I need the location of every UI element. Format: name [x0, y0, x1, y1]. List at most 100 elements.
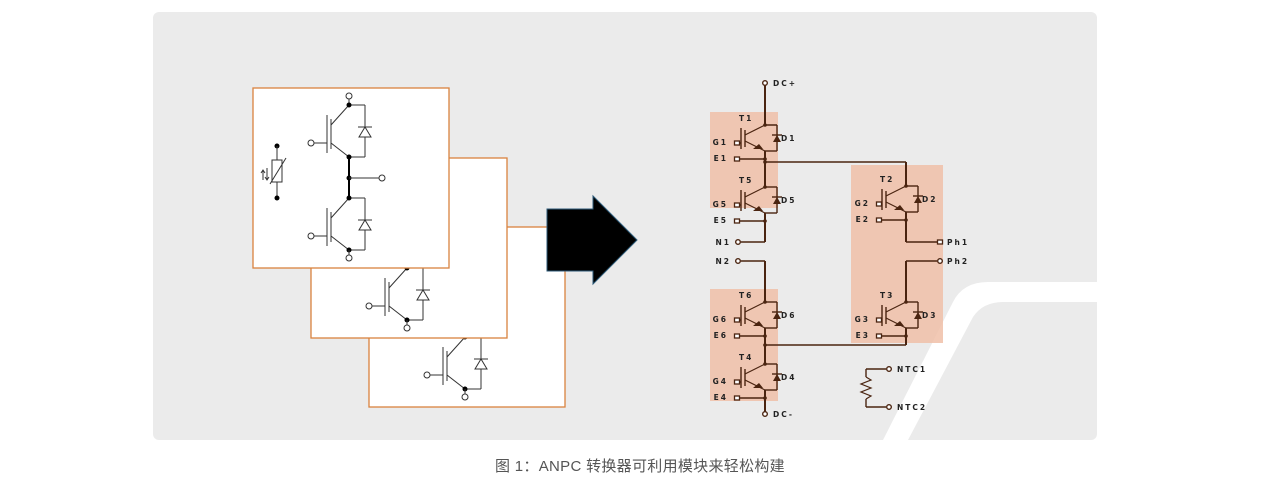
terminal-square	[875, 217, 883, 223]
terminal-label: N2	[716, 257, 732, 266]
terminal-circle	[735, 257, 742, 264]
junction-dot	[904, 184, 908, 188]
emitter-label: E3	[856, 331, 870, 340]
diode-label: D6	[781, 311, 796, 320]
emitter-label: E4	[714, 393, 728, 402]
transistor-label: T4	[739, 353, 753, 362]
arrow-right-icon	[546, 194, 638, 286]
gate-label: G6	[713, 315, 728, 324]
wire	[744, 363, 766, 375]
gate-terminal	[365, 302, 373, 310]
terminal-circle	[345, 254, 353, 262]
transistor-label: T1	[739, 114, 753, 123]
emitter-label: E6	[714, 331, 728, 340]
gate-label: G2	[855, 199, 870, 208]
gate-terminal	[307, 139, 315, 147]
terminal-label: DC+	[773, 79, 797, 88]
terminal-circle	[762, 411, 769, 418]
emitter-arrow	[753, 144, 763, 149]
decorative-background-shape	[883, 282, 1097, 440]
highlight-t1-t5	[710, 112, 778, 208]
diode-symbol	[773, 312, 781, 319]
thermistor-symbol	[271, 159, 283, 183]
terminal-square	[733, 317, 741, 323]
terminal-label: N1	[716, 238, 732, 247]
wire	[885, 317, 907, 329]
anpc-schematic: DC+D1T1G1E1D5T5G5E5N1N2D6T6G6E6D4T4G4E4D…	[710, 79, 969, 419]
diode-symbol	[358, 126, 372, 138]
gate-label: G5	[713, 200, 728, 209]
transistor-label: T5	[739, 176, 753, 185]
junction-dot	[346, 102, 352, 108]
wire	[744, 379, 766, 391]
emitter-arrow	[753, 383, 763, 388]
temperature-arrows-icon	[260, 168, 270, 181]
highlight-t2-t3	[851, 165, 943, 343]
transistor-label: T3	[880, 291, 894, 300]
terminal-label: Ph2	[947, 257, 969, 266]
emitter-arrow	[894, 205, 904, 210]
terminal-label: NTC2	[897, 403, 927, 412]
gate-label: G3	[855, 315, 870, 324]
terminal-square	[875, 317, 883, 323]
terminal-square	[733, 395, 741, 401]
diode-symbol	[773, 374, 781, 381]
gate-label: G1	[713, 138, 728, 147]
terminal-circle	[735, 238, 742, 245]
terminal-square	[733, 202, 741, 208]
diode-symbol	[773, 197, 781, 204]
module-1	[252, 87, 450, 269]
emitter-arrow	[894, 321, 904, 326]
emitter-label: E1	[714, 154, 728, 163]
junction-dot	[763, 300, 767, 304]
junction-dot	[763, 185, 767, 189]
terminal-label: NTC1	[897, 365, 927, 374]
transistor-label: T6	[739, 291, 753, 300]
transistor-label: T2	[880, 175, 894, 184]
terminal-square	[875, 201, 883, 207]
terminal-circle	[937, 257, 944, 264]
emitter-arrow	[753, 321, 763, 326]
gate-terminal	[423, 371, 431, 379]
wire	[744, 124, 766, 136]
diode-label: D2	[922, 195, 937, 204]
terminal-square	[733, 218, 741, 224]
terminal-circle	[345, 92, 353, 100]
terminal-label: DC-	[773, 410, 794, 419]
emitter-arrow	[753, 206, 763, 211]
wire	[744, 301, 766, 313]
terminal-circle	[403, 324, 411, 332]
emitter-label: E5	[714, 216, 728, 225]
diode-symbol	[773, 135, 781, 142]
terminal-circle	[886, 404, 893, 411]
ntc-resistor-symbol	[859, 376, 873, 400]
junction-dot	[274, 195, 280, 201]
diode-symbol	[416, 289, 430, 301]
diode-label: D3	[922, 311, 937, 320]
emitter-label: E2	[856, 215, 870, 224]
junction-dot	[763, 362, 767, 366]
diode-symbol	[474, 358, 488, 370]
wire	[885, 301, 907, 313]
diode-symbol	[914, 196, 922, 203]
terminal-circle	[886, 366, 893, 373]
junction-dot	[763, 123, 767, 127]
diode-symbol	[358, 219, 372, 231]
junction-dot	[346, 195, 352, 201]
figure-svg: DC+D1T1G1E1D5T5G5E5N1N2D6T6G6E6D4T4G4E4D…	[252, 79, 1097, 440]
terminal-circle	[461, 393, 469, 401]
wire	[744, 140, 766, 152]
wire	[744, 202, 766, 214]
diode-label: D4	[781, 373, 796, 382]
terminal-square	[733, 140, 741, 146]
figure-caption: 图 1：ANPC 转换器可利用模块来轻松构建	[495, 458, 785, 475]
junction-dot	[904, 300, 908, 304]
diode-label: D5	[781, 196, 796, 205]
terminal-circle	[762, 79, 769, 86]
wire	[885, 201, 907, 213]
diode-symbol	[914, 312, 922, 319]
diode-label: D1	[781, 134, 796, 143]
terminal-square	[733, 333, 741, 339]
terminal-label: Ph1	[947, 238, 969, 247]
